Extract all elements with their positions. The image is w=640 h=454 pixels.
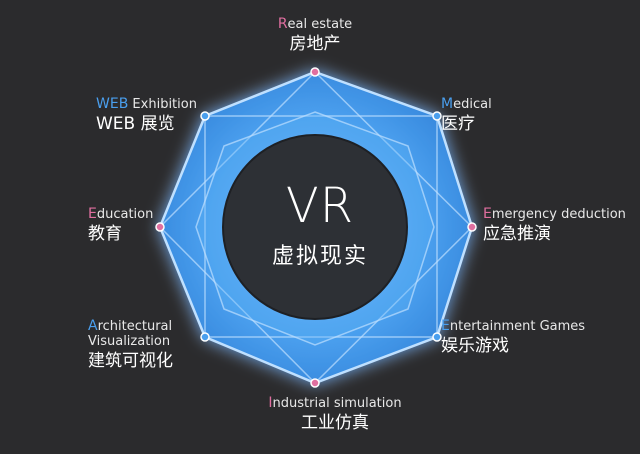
node-dot-web xyxy=(200,111,210,121)
initial-letter: R xyxy=(277,16,288,32)
chinese-label: 医疗 xyxy=(441,113,475,134)
node-label-entertainment: Entertainment Games 娱乐游戏 xyxy=(441,318,586,356)
node-label-web: WEB Exhibition WEB 展览 xyxy=(96,96,197,134)
node-dot-industrial xyxy=(310,378,320,388)
node-dot-architectural xyxy=(200,332,210,342)
node-dot-entertainment xyxy=(432,332,442,342)
chinese-label: 娱乐游戏 xyxy=(441,335,509,356)
node-label-medical: Medical 医疗 xyxy=(441,96,492,134)
initial-letter: M xyxy=(441,96,454,112)
initial-letter: WEB xyxy=(96,96,129,112)
chinese-label: 教育 xyxy=(88,223,122,244)
node-dot-real-estate xyxy=(310,67,320,77)
node-label-architectural: Architectural Visualization 建筑可视化 xyxy=(88,318,173,371)
node-label-education: Education 教育 xyxy=(88,206,154,244)
initial-letter: A xyxy=(88,318,98,334)
chinese-label: 工业仿真 xyxy=(301,412,369,433)
center-circle xyxy=(222,134,408,320)
chinese-label: 应急推演 xyxy=(483,223,551,244)
chinese-label: 建筑可视化 xyxy=(88,350,173,371)
node-label-industrial: Industrial simulation 工业仿真 xyxy=(250,395,420,433)
node-label-emergency: Emergency deduction 应急推演 xyxy=(483,206,626,244)
initial-letter: I xyxy=(268,395,273,411)
node-dot-education xyxy=(155,222,165,232)
center-title: VR xyxy=(285,178,355,234)
initial-letter: E xyxy=(441,318,450,334)
node-dot-emergency xyxy=(467,222,477,232)
chinese-label: WEB 展览 xyxy=(96,113,175,134)
node-dot-medical xyxy=(432,111,442,121)
initial-letter: E xyxy=(483,206,492,222)
node-label-real-estate: Real estate 房地产 xyxy=(255,16,375,54)
center-subtitle: 虚拟现实 xyxy=(271,244,368,269)
initial-letter: E xyxy=(88,206,97,222)
chinese-label: 房地产 xyxy=(289,33,341,54)
